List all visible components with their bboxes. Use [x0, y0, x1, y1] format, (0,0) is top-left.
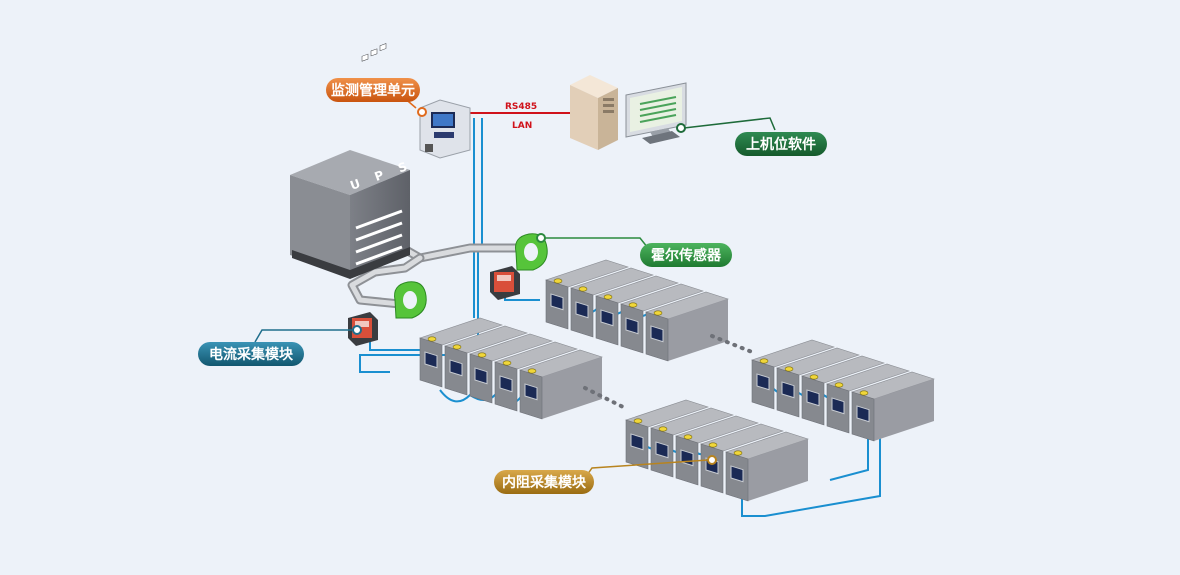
ups-indicators — [361, 43, 387, 62]
battery-cell — [801, 355, 885, 426]
battery-cell — [725, 431, 809, 502]
host-leader-line — [683, 117, 776, 131]
battery-cell — [519, 349, 603, 420]
battery-cell — [675, 415, 759, 486]
battery-cell — [494, 341, 578, 412]
svg-text:电流采集模块: 电流采集模块 — [209, 346, 294, 363]
hall-sensor-label: 霍尔传感器 — [640, 243, 732, 267]
current-leader-line — [254, 329, 353, 343]
lan-label: LAN — [512, 121, 532, 131]
svg-text:内阻采集模块: 内阻采集模块 — [502, 474, 587, 491]
ups-cabinet: U P S — [290, 43, 415, 279]
battery-cell — [625, 399, 709, 470]
svg-text:监测管理单元: 监测管理单元 — [331, 82, 415, 99]
battery-cell — [851, 371, 935, 442]
current-module-2 — [490, 266, 520, 300]
battery-cell — [650, 407, 734, 478]
battery-cell — [826, 363, 910, 434]
ups-vents — [355, 209, 403, 266]
battery-cell — [570, 267, 654, 338]
resistance-connector-dot — [707, 455, 717, 465]
battery-cell — [776, 347, 860, 418]
battery-cell — [469, 333, 553, 404]
battery-cell — [419, 317, 503, 388]
host-pc — [570, 75, 687, 150]
battery-cell — [595, 275, 679, 346]
battery-cell — [751, 339, 835, 410]
monitor-unit-label: 监测管理单元 — [326, 78, 420, 102]
battery-bank — [545, 259, 729, 362]
hall-sensor-1 — [394, 281, 427, 319]
battery-cell — [545, 259, 629, 330]
svg-text:霍尔传感器: 霍尔传感器 — [651, 247, 722, 264]
host-connector-dot — [676, 123, 686, 133]
dotted-continuations — [583, 334, 754, 410]
hall-connector-dot — [536, 233, 546, 243]
resistance-module-label: 内阻采集模块 — [494, 470, 594, 494]
current-module-label: 电流采集模块 — [198, 342, 304, 366]
battery-cell — [645, 291, 729, 362]
battery-banks — [419, 259, 935, 502]
svg-text:上机位软件: 上机位软件 — [746, 136, 816, 153]
battery-cell — [620, 283, 704, 354]
battery-bank — [419, 317, 603, 420]
host-software-label: 上机位软件 — [735, 132, 827, 156]
hall-sensor-2 — [515, 233, 548, 271]
battery-bank — [751, 339, 935, 442]
hall-leader-line — [545, 237, 649, 249]
battery-bank — [625, 399, 809, 502]
monitor-device — [419, 99, 471, 159]
monitor-connector-dot — [417, 107, 427, 117]
current-connector-dot — [352, 325, 362, 335]
battery-cell — [444, 325, 528, 396]
rs485-label: RS485 — [505, 102, 537, 112]
